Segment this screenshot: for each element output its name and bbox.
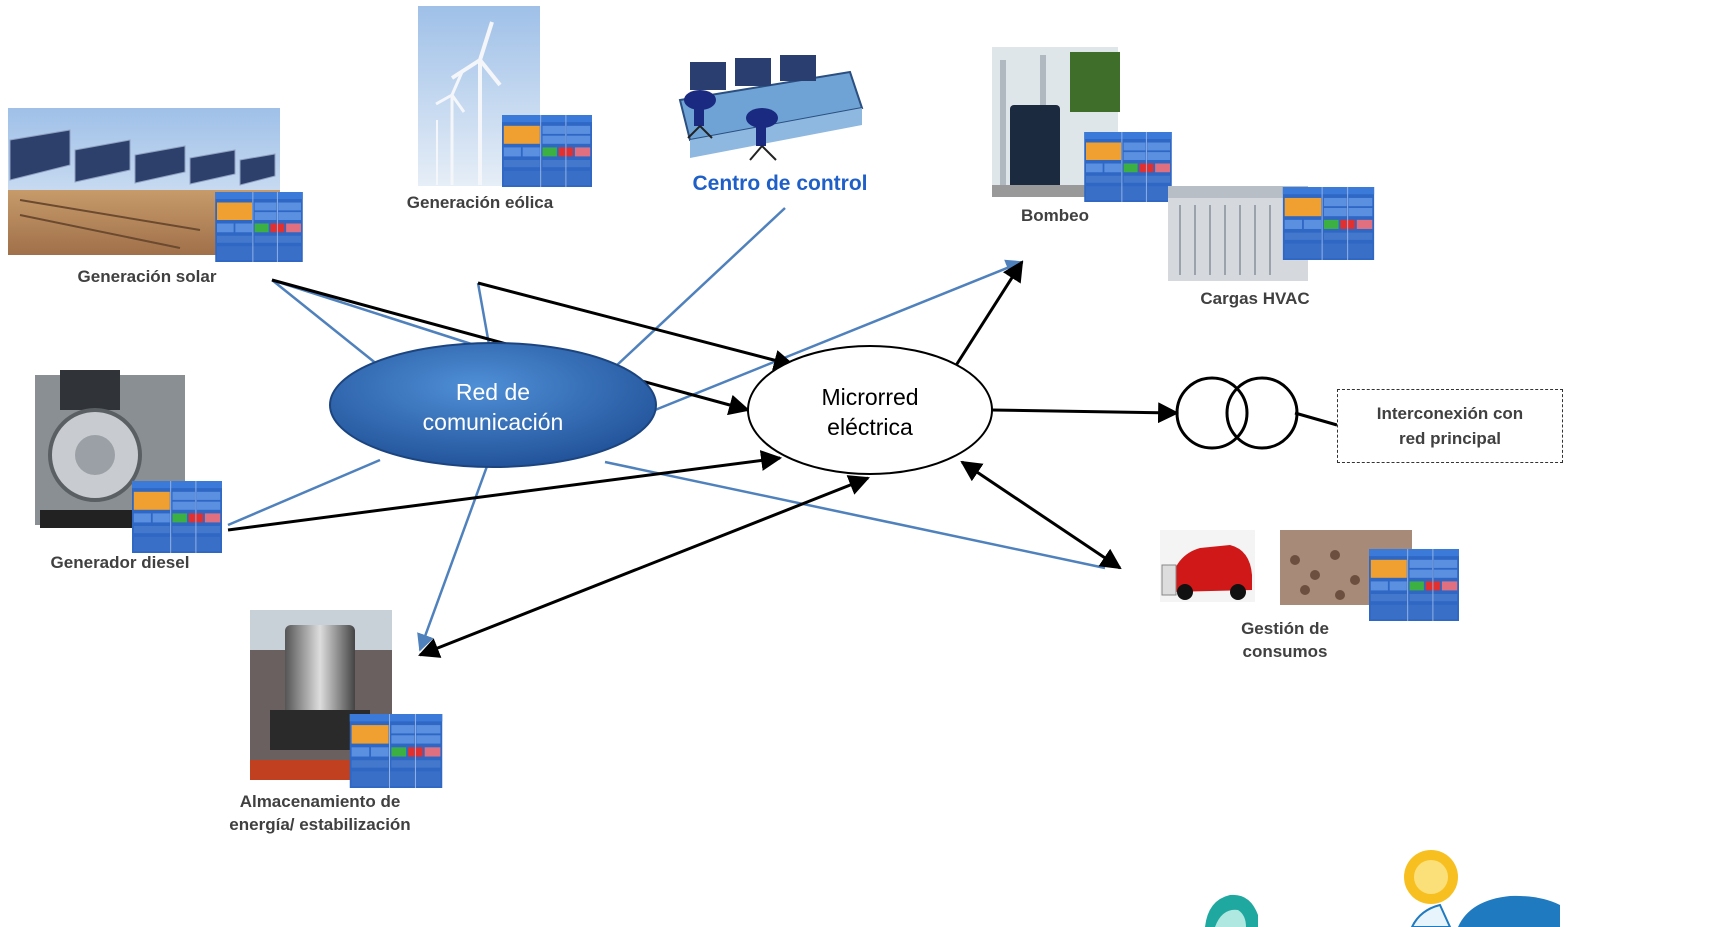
microgrid-node-label: Microrred eléctrica [770,382,970,442]
label-wind: Generación eólica [406,193,554,212]
label-storage-line1: Almacenamiento de [239,792,401,811]
label-pumping: Bombeo [1021,206,1089,225]
label-diesel: Generador diesel [50,553,190,572]
communication-node-label: Red de comunicación [370,377,616,437]
control-center-image [678,55,864,161]
label-demand-line2: consumos [1242,642,1328,661]
label-storage-line2: energía/ estabilización [229,815,411,834]
label-hvac: Cargas HVAC [1200,289,1310,308]
micro-line1: Microrred [821,384,919,410]
monitor-panel-hvac [1282,187,1375,260]
label-demand: Gestión de consumos [1210,617,1360,663]
interconnection-box: Interconexión con red principal [1337,389,1563,463]
comm-line1: Red de [455,379,531,405]
label-storage: Almacenamiento de energía/ estabilizació… [190,790,450,836]
monitor-panel-storage [349,714,443,788]
storage-flywheel-image [250,610,392,780]
monitor-panel-diesel [131,481,223,553]
monitor-panel-wind [501,115,593,187]
transformer-icon [1175,376,1299,450]
label-interconnect-line1: Interconexión con [1376,404,1524,423]
comm-line2: comunicación [422,409,564,435]
label-interconnect-line2: red principal [1398,429,1501,448]
label-solar: Generación solar [77,267,217,286]
label-demand-line1: Gestión de [1241,619,1329,638]
microgrid-node [747,345,993,475]
monitor-panel-demand [1368,549,1460,621]
electric-vehicle-image [1160,530,1255,602]
diesel-generator-image [35,370,190,528]
micro-line2: eléctrica [827,414,913,440]
communication-network-node [329,342,657,468]
monitor-panel-solar [214,192,304,262]
label-control-center: Centro de control [692,172,868,195]
monitor-panel-pumping [1083,132,1173,202]
logo-graphic [1205,850,1560,927]
